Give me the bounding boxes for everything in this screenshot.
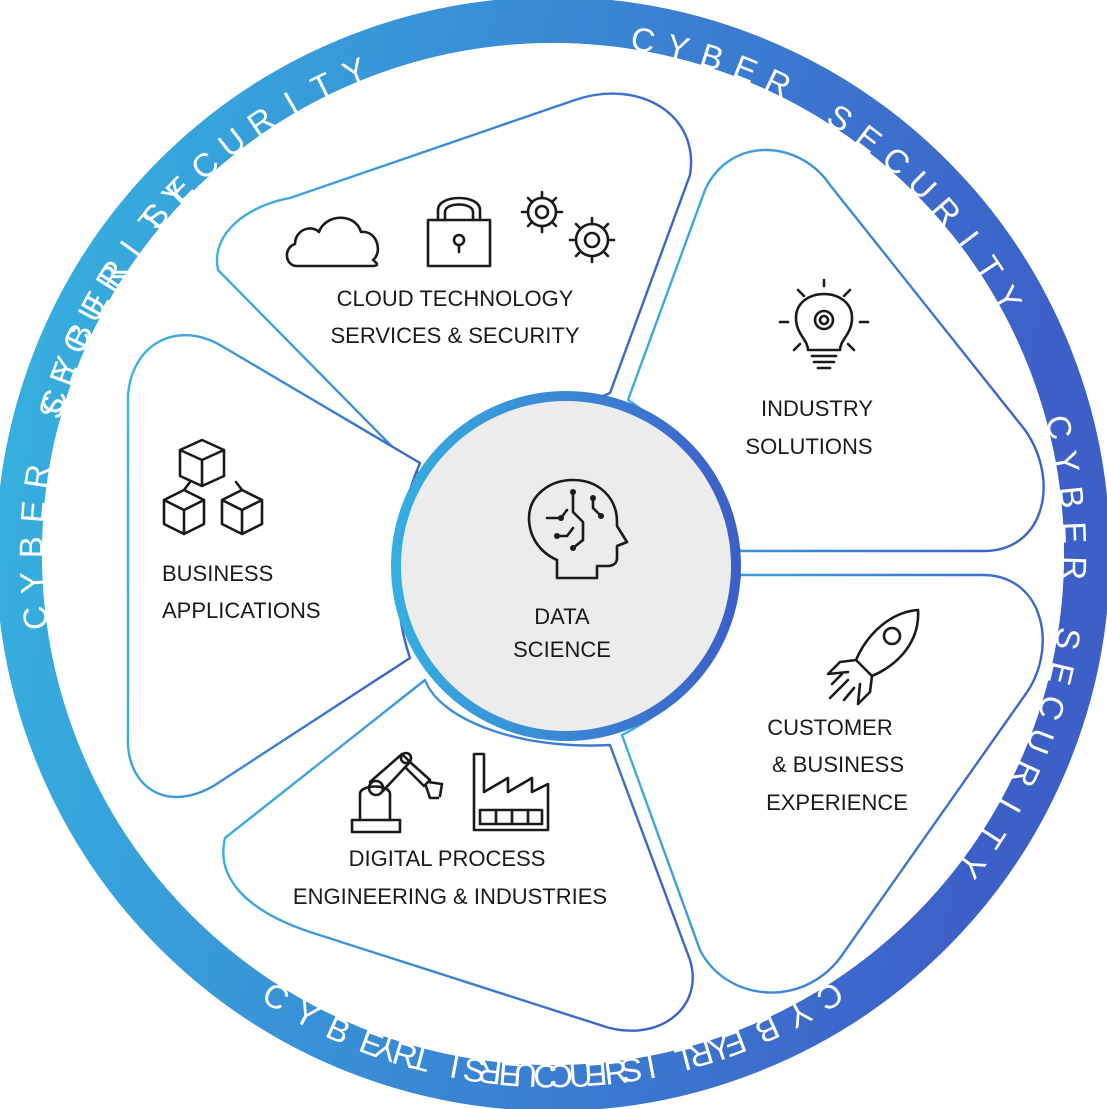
- center-label-line1: DATA: [534, 604, 590, 629]
- svg-text:R: R: [1056, 556, 1094, 582]
- gears-icon: [520, 190, 616, 264]
- segment-business-label-line1: BUSINESS: [162, 561, 273, 586]
- svg-text:E: E: [1056, 521, 1094, 545]
- brain-head-icon: [527, 478, 629, 580]
- segment-digital: [222, 678, 694, 1032]
- svg-text:C: C: [15, 603, 55, 632]
- segment-business-label-line2: APPLICATIONS: [162, 598, 321, 623]
- rocket-icon: [826, 608, 920, 706]
- lightbulb-icon: [778, 278, 870, 370]
- cloud-icon: [285, 216, 380, 268]
- svg-text:S: S: [617, 1050, 645, 1090]
- segment-industry-label-line1: INDUSTRY: [761, 396, 873, 421]
- padlock-icon: [426, 196, 492, 268]
- svg-text:E: E: [583, 1055, 609, 1094]
- center-label-line2: SCIENCE: [513, 637, 611, 662]
- svg-text:E: E: [497, 1055, 523, 1094]
- segment-cloud-label-line1: CLOUD TECHNOLOGY: [337, 286, 574, 311]
- segment-cloud-label-line2: SERVICES & SECURITY: [331, 323, 580, 348]
- center-circle-ring: [391, 391, 741, 741]
- svg-text:S: S: [461, 1050, 489, 1090]
- segment-customer-label-line3: EXPERIENCE: [766, 790, 908, 815]
- segment-digital-label-line1: DIGITAL PROCESS: [349, 846, 546, 871]
- segment-customer-label-line1: CUSTOMER: [767, 715, 893, 740]
- svg-text:Y: Y: [13, 570, 51, 595]
- factory-icon: [472, 752, 550, 832]
- segment-customer-label-line2: & BUSINESS: [772, 752, 904, 777]
- svg-text:U: U: [511, 1056, 538, 1094]
- svg-text:R: R: [475, 1052, 504, 1092]
- robot-arm-icon: [350, 751, 444, 834]
- svg-text:E: E: [13, 498, 52, 524]
- svg-text:U: U: [568, 1056, 595, 1094]
- svg-text:R: R: [17, 461, 57, 491]
- segment-industry-label-line2: SOLUTIONS: [745, 434, 872, 459]
- svg-text:B: B: [1052, 484, 1091, 511]
- segment-digital-label-line2: ENGINEERING & INDUSTRIES: [293, 884, 607, 909]
- svg-text:B: B: [12, 535, 49, 559]
- cubes-icon: [162, 438, 264, 536]
- svg-text:C: C: [533, 1057, 558, 1094]
- svg-text:R: R: [602, 1052, 631, 1092]
- svg-text:C: C: [548, 1057, 573, 1094]
